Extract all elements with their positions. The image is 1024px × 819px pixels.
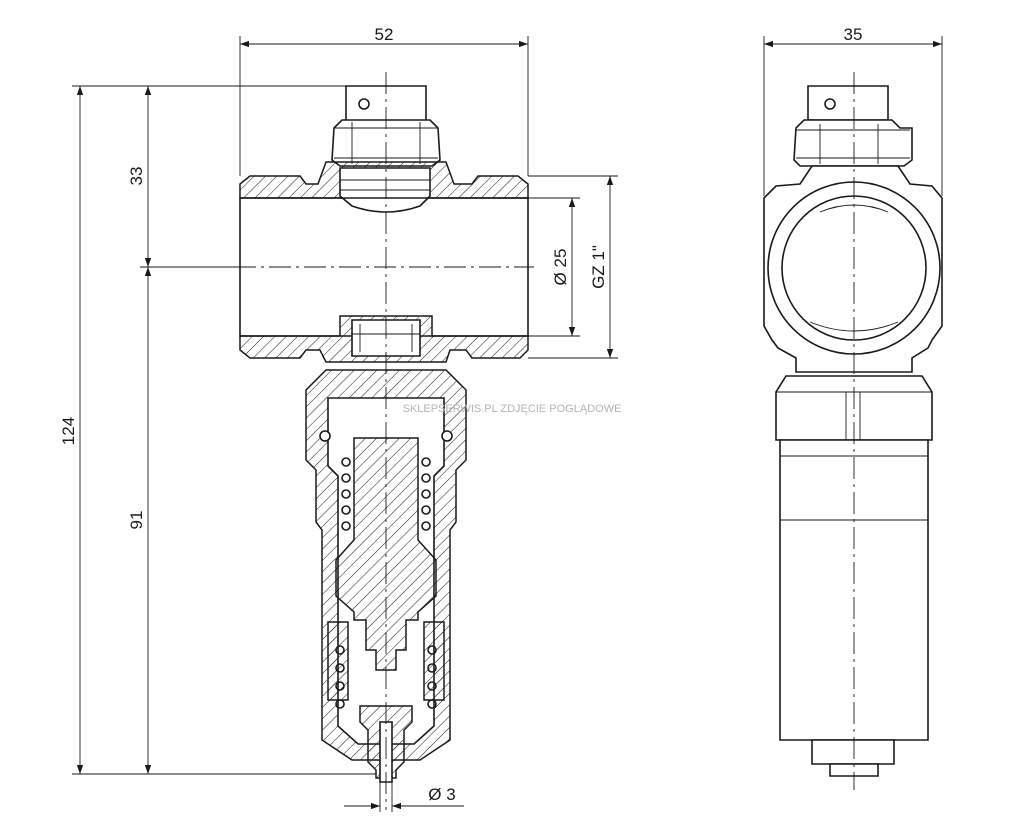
dim-33-label: 33 (127, 167, 146, 186)
dim-124-label: 124 (59, 417, 78, 445)
side-housing (763, 165, 943, 373)
dim-outlet-diameter-label: Ø 3 (428, 785, 455, 804)
lower-spring (335, 645, 437, 709)
dim-91-label: 91 (127, 511, 146, 530)
front-section-view (234, 72, 534, 810)
dimension-lines (72, 36, 943, 812)
upper-spring (341, 457, 431, 531)
dim-52-label: 52 (375, 25, 394, 44)
watermark: SKLEPSERWIS.PL ZDJĘCIE POGLĄDOWE (403, 403, 622, 415)
dim-35-label: 35 (844, 25, 863, 44)
side-view (763, 72, 943, 790)
dim-thread-label: GZ 1" (589, 245, 608, 289)
dim-bore-diameter-label: Ø 25 (551, 249, 570, 286)
cap-hole (358, 98, 370, 110)
